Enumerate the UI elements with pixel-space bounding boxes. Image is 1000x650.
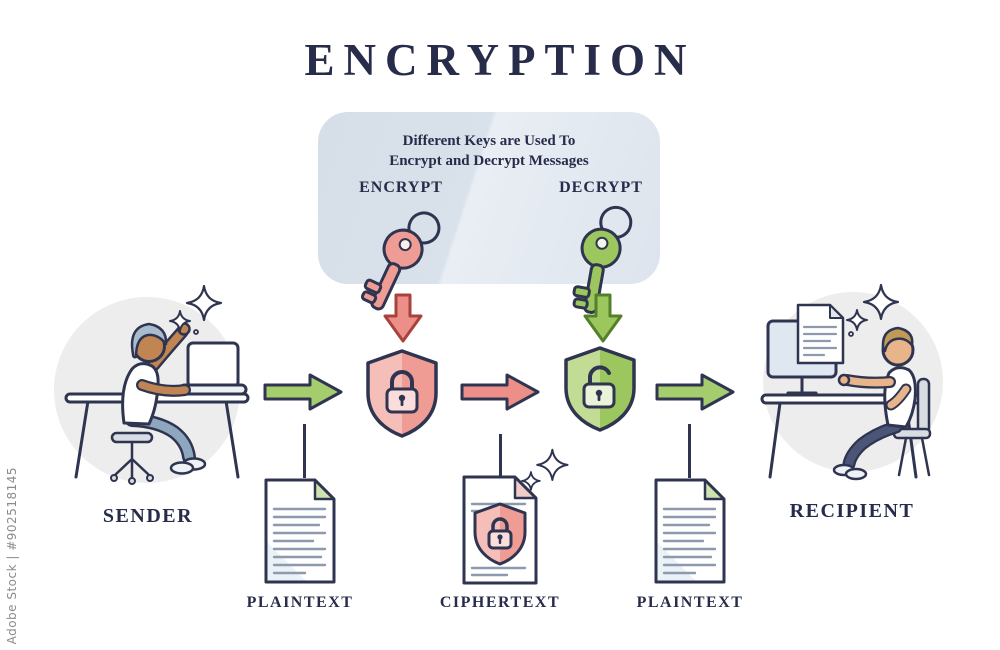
sender-label: SENDER [102,505,194,527]
recipient-illustration [760,303,932,481]
caption-line-1: Different Keys are Used To [402,133,576,149]
plaintext-right-document-icon [654,478,726,584]
encrypt-key-icon [360,211,441,311]
connector-ciphertext [499,434,502,476]
plaintext-left-label: PLAINTEXT [246,594,354,611]
shield-unlocked-icon [564,346,636,432]
caption-line-2: Encrypt and Decrypt Messages [389,153,589,169]
encrypt-to-decrypt-arrow-icon [460,373,540,411]
shield-locked-icon [366,349,438,438]
connector-plaintext-right [688,424,691,478]
sender-to-shield-arrow-icon [263,373,343,411]
page-title: ENCRYPTION [304,35,696,85]
decrypt-key-icon [572,205,633,314]
shield-to-recipient-arrow-icon [655,373,735,411]
ciphertext-label: CIPHERTEXT [439,594,561,611]
decrypt-label: DECRYPT [559,179,643,196]
decrypt-arrow-down-icon [583,293,623,343]
sparkle-sender-icon [169,284,223,335]
sender-illustration [64,322,250,485]
stock-watermark: Adobe Stock | #902518145 [5,466,19,644]
key-panel-caption: Different Keys are Used To Encrypt and D… [330,131,648,171]
connector-plaintext-left [303,424,306,478]
encrypt-arrow-down-icon [383,293,423,343]
encrypt-label: ENCRYPT [359,179,443,196]
plaintext-left-document-icon [264,478,336,584]
recipient-label: RECIPIENT [789,500,915,522]
sparkle-recipient-icon [846,283,900,337]
ciphertext-document-icon [462,475,538,585]
sparkle-ciphertext-icon [521,448,569,491]
plaintext-right-label: PLAINTEXT [636,594,744,611]
